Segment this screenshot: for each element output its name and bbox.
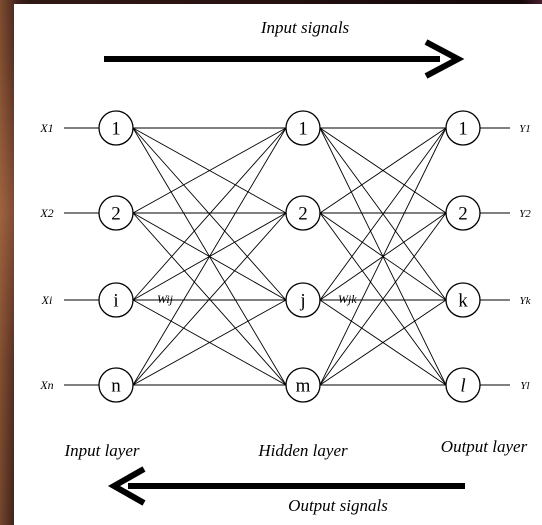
- hidden-neuron: m: [285, 367, 321, 403]
- connection-hidden-2-output-1: [319, 127, 447, 214]
- hidden-neuron: j: [285, 282, 321, 318]
- connection-input-4-hidden-3: [132, 299, 287, 386]
- connection-hidden-4-output-3: [319, 299, 447, 386]
- input-neuron-circle: [98, 110, 134, 146]
- input-signal-label: X2: [39, 206, 53, 220]
- output-neuron-circle: [445, 110, 481, 146]
- hidden-neuron-circle: [285, 367, 321, 403]
- output-layer-label: Output layer: [441, 437, 528, 456]
- hidden-neuron-label: 2: [298, 204, 308, 225]
- input-neuron: 2: [98, 195, 134, 231]
- connection-hidden-4-output-2: [319, 212, 447, 386]
- connection-input-4-hidden-1: [132, 127, 287, 386]
- signal-stubs: [64, 127, 510, 386]
- hidden-neuron-circle: [285, 282, 321, 318]
- input-neuron-circle: [98, 195, 134, 231]
- input-neuron-label: n: [111, 376, 121, 397]
- weighted-connections: [132, 127, 447, 386]
- input-neuron-label: i: [113, 291, 118, 312]
- hidden-neuron-label: 1: [298, 119, 308, 140]
- hidden-neuron-label: j: [299, 291, 305, 312]
- input-neuron: i: [98, 282, 134, 318]
- output-neuron: 1: [445, 110, 481, 146]
- output-signal-label: Yk: [520, 295, 532, 307]
- output-neuron-label: 2: [458, 204, 468, 225]
- connection-input-2-hidden-1: [132, 127, 287, 214]
- output-neuron-circle: [445, 282, 481, 318]
- weight-label-wjk: Wjk: [338, 292, 357, 306]
- input-neuron-label: 2: [111, 204, 121, 225]
- input-neuron: n: [98, 367, 134, 403]
- hidden-neuron-circle: [285, 195, 321, 231]
- output-neuron-label: l: [460, 376, 465, 397]
- output-neuron: 2: [445, 195, 481, 231]
- input-neuron-label: 1: [111, 119, 121, 140]
- connection-hidden-3-output-1: [319, 127, 447, 301]
- connection-input-4-hidden-2: [132, 212, 287, 386]
- output-signal-label: Y2: [519, 208, 531, 220]
- input-layer-label: Input layer: [63, 441, 139, 460]
- hidden-neuron-circle: [285, 110, 321, 146]
- input-neuron-circle: [98, 367, 134, 403]
- hidden-neuron: 2: [285, 195, 321, 231]
- weight-label-wij: Wij: [157, 292, 174, 306]
- output-signals-arrowhead: [107, 466, 146, 506]
- neurons: 1 2 i n 1 2 j m 1 2 k l: [98, 110, 481, 403]
- input-signal-label: Xi: [41, 293, 53, 307]
- output-signal-label: Yl: [520, 380, 529, 392]
- hidden-neuron: 1: [285, 110, 321, 146]
- input-neuron-circle: [98, 282, 134, 318]
- input-neuron: 1: [98, 110, 134, 146]
- output-neuron: l: [445, 367, 481, 403]
- input-signals-arrowhead: [424, 39, 465, 79]
- output-neuron-circle: [445, 367, 481, 403]
- output-neuron-label: k: [458, 291, 468, 312]
- connection-input-3-hidden-1: [132, 127, 287, 301]
- output-neuron-circle: [445, 195, 481, 231]
- hidden-layer-label: Hidden layer: [257, 441, 348, 460]
- output-signals-label: Output signals: [288, 496, 388, 515]
- input-signals-label: Input signals: [260, 18, 350, 37]
- output-signal-label: Y1: [519, 123, 531, 135]
- hidden-neuron-label: m: [296, 376, 311, 397]
- output-neuron: k: [445, 282, 481, 318]
- input-signal-label: Xn: [39, 378, 53, 392]
- connection-hidden-4-output-1: [319, 127, 447, 386]
- output-neuron-label: 1: [458, 119, 468, 140]
- input-signal-label: X1: [39, 121, 53, 135]
